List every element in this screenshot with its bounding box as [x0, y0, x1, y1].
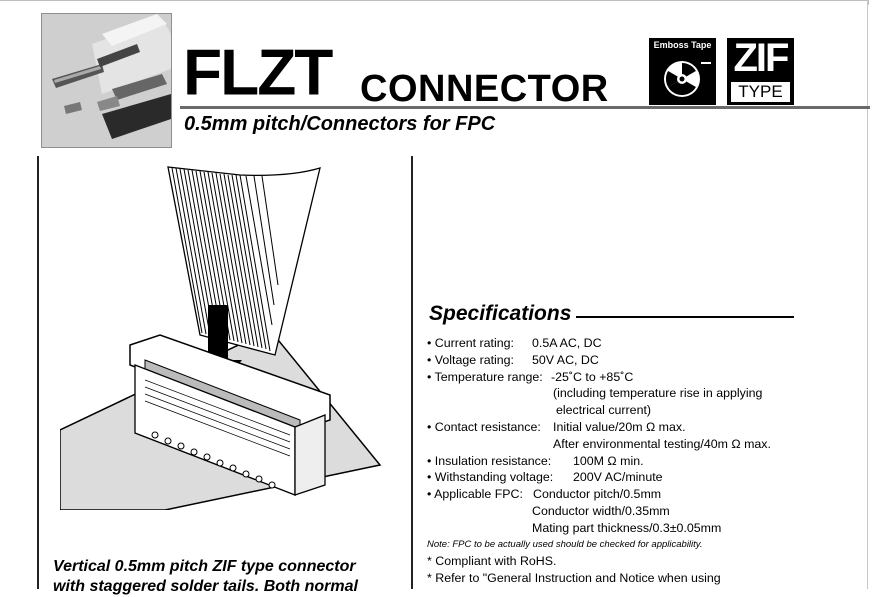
- zif-label: ZIF: [733, 36, 790, 80]
- spec-insulation-resistance: • Insulation resistance:100M Ω min.: [427, 453, 644, 468]
- emboss-tape-label: Emboss Tape: [653, 40, 712, 50]
- product-subtitle: 0.5mm pitch/Connectors for FPC: [184, 113, 496, 135]
- page-border-right: [867, 0, 868, 589]
- spec-temperature-note-1: (including temperature rise in applying: [553, 386, 763, 401]
- description-line-1: Vertical 0.5mm pitch ZIF type connector: [53, 558, 356, 575]
- specifications-list: • Current rating:0.5A AC, DC • Voltage r…: [427, 335, 771, 587]
- rohs-note: * Compliant with RoHS.: [427, 554, 557, 569]
- spec-current-rating: • Current rating:0.5A AC, DC: [427, 336, 602, 350]
- page-border: [0, 0, 869, 5]
- column-divider-middle: [411, 156, 413, 589]
- column-divider-left: [37, 156, 39, 589]
- product-description: Vertical 0.5mm pitch ZIF type connector …: [53, 557, 393, 597]
- product-photo: [41, 13, 172, 148]
- connector-diagram: [59, 165, 390, 515]
- emboss-tape-badge: Emboss Tape: [649, 38, 716, 105]
- specifications-heading: Specifications: [429, 302, 572, 325]
- product-title-suffix: CONNECTOR: [360, 68, 609, 110]
- spec-withstanding-voltage: • Withstanding voltage:200V AC/minute: [427, 470, 663, 485]
- spec-contact-resistance-after: After environmental testing/40m Ω max.: [553, 436, 771, 451]
- spec-applicable-fpc: • Applicable FPC:Conductor pitch/0.5mm: [427, 487, 662, 502]
- spec-fpc-note: Note: FPC to be actually used should be …: [427, 538, 703, 550]
- spec-temperature-note-2: electrical current): [556, 403, 652, 418]
- description-line-2: with staggered solder tails. Both normal: [53, 578, 358, 595]
- specifications-heading-rule: [576, 316, 794, 318]
- reel-icon: [664, 61, 711, 97]
- zif-type-badge: ZIF TYPE: [727, 38, 794, 105]
- instruction-note: * Refer to "General Instruction and Noti…: [427, 571, 721, 586]
- product-title: FLZT: [183, 35, 333, 109]
- spec-contact-resistance: • Contact resistance:Initial value/20m Ω…: [427, 419, 686, 434]
- spec-voltage-rating: • Voltage rating:50V AC, DC: [427, 352, 599, 367]
- spec-fpc-conductor-width: Conductor width/0.35mm: [532, 503, 670, 518]
- type-label: TYPE: [731, 82, 790, 102]
- spec-fpc-mating-thickness: Mating part thickness/0.3±0.05mm: [532, 520, 722, 535]
- title-rule: [180, 106, 870, 109]
- spec-temperature-range: • Temperature range:-25˚C to +85˚C: [427, 369, 634, 384]
